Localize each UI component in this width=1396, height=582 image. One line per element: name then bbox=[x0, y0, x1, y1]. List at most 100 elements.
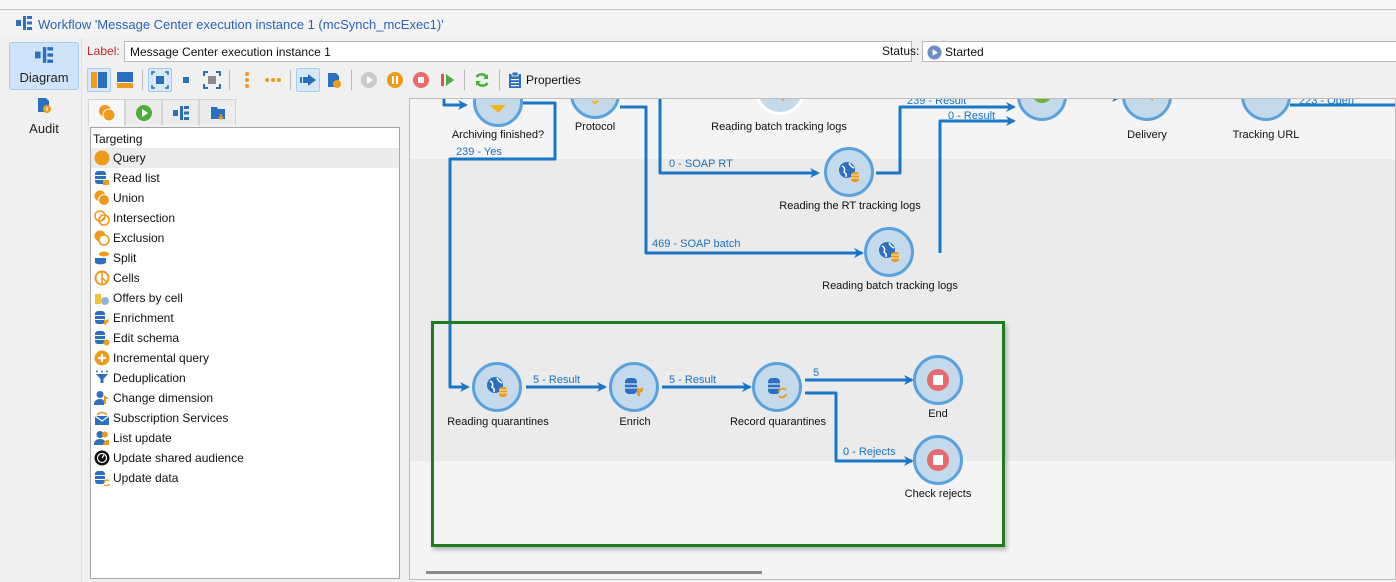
palette-item-exclusion[interactable]: Exclusion bbox=[91, 228, 399, 248]
palette-item-label: Cells bbox=[113, 271, 140, 285]
link-label: 223 - Open bbox=[1299, 98, 1355, 107]
change-dimension-icon bbox=[93, 389, 111, 407]
palette-item-change-dimension[interactable]: Change dimension bbox=[91, 388, 399, 408]
link-record-rejects bbox=[805, 391, 914, 466]
properties-button[interactable]: Properties bbox=[508, 71, 581, 89]
offers-by-cell-icon bbox=[93, 289, 111, 307]
refresh-button[interactable] bbox=[470, 68, 494, 92]
link-label: 0 - SOAP RT bbox=[669, 158, 733, 170]
palette-item-query[interactable]: Query bbox=[91, 148, 399, 168]
list-update-icon bbox=[93, 429, 111, 447]
status-value: Started bbox=[945, 45, 984, 59]
palette-item-label: Enrichment bbox=[113, 311, 174, 325]
audit-icon bbox=[36, 96, 52, 117]
palette-item-edit-schema[interactable]: Edit schema bbox=[91, 328, 399, 348]
node-label: Protocol bbox=[574, 121, 616, 133]
toolbar-separator bbox=[290, 70, 291, 90]
palette-item-update-shared-audience[interactable]: Update shared audience bbox=[91, 448, 399, 468]
node-label: Reading the RT tracking logs bbox=[779, 200, 921, 212]
audit-button[interactable] bbox=[322, 68, 346, 92]
palette-item-list-update[interactable]: List update bbox=[91, 428, 399, 448]
flow-control-icon bbox=[135, 104, 152, 121]
node-check-rejects[interactable] bbox=[913, 435, 963, 485]
palette-item-read-list[interactable]: Read list bbox=[91, 168, 399, 188]
node-label: Archiving finished? bbox=[451, 129, 545, 141]
auto-link-button[interactable] bbox=[296, 68, 320, 92]
pause-button[interactable] bbox=[383, 68, 407, 92]
start-button[interactable] bbox=[357, 68, 381, 92]
link-label: 239 - Yes bbox=[456, 146, 502, 158]
canvas-band bbox=[410, 159, 1395, 461]
vertical-layout-button[interactable] bbox=[87, 68, 111, 92]
tab-events[interactable] bbox=[199, 99, 236, 125]
palette-item-union[interactable]: Union bbox=[91, 188, 399, 208]
split-icon bbox=[93, 249, 111, 267]
horizontal-layout-button[interactable] bbox=[113, 68, 137, 92]
tab-flow-control[interactable] bbox=[125, 99, 162, 125]
link-label: 239 - Result bbox=[907, 98, 967, 107]
node-enrich[interactable] bbox=[609, 362, 659, 412]
tab-actions[interactable] bbox=[162, 99, 199, 125]
palette-item-update-data[interactable]: Update data bbox=[91, 468, 399, 488]
node-reading-rt-tracking-logs[interactable] bbox=[824, 147, 874, 197]
union-icon bbox=[93, 189, 111, 207]
tab-targeting[interactable] bbox=[88, 99, 125, 126]
palette-item-label: Split bbox=[113, 251, 137, 265]
palette-item-label: Union bbox=[113, 191, 145, 205]
node-label: Record quarantines bbox=[729, 416, 827, 428]
palette-item-incremental-query[interactable]: Incremental query bbox=[91, 348, 399, 368]
enrichment-icon bbox=[93, 309, 111, 327]
diagram-tab[interactable]: Diagram bbox=[9, 42, 79, 90]
link-label: 5 bbox=[813, 367, 820, 379]
palette-item-cells[interactable]: Cells bbox=[91, 268, 399, 288]
node-record-quarantines[interactable] bbox=[752, 362, 802, 412]
label-caption: Label: bbox=[87, 44, 120, 58]
palette-item-label: Offers by cell bbox=[113, 291, 183, 305]
link-into-archiving bbox=[442, 99, 466, 105]
test-icon bbox=[490, 105, 506, 113]
palette-item-split[interactable]: Split bbox=[91, 248, 399, 268]
incremental-query-icon bbox=[93, 349, 111, 367]
stop-icon bbox=[927, 449, 949, 471]
node-label: Check rejects bbox=[904, 488, 972, 500]
node-reading-quarantines[interactable] bbox=[472, 362, 522, 412]
horizontal-scrollbar[interactable] bbox=[426, 571, 762, 574]
update-data-icon bbox=[93, 469, 111, 487]
palette-item-enrichment[interactable]: Enrichment bbox=[91, 308, 399, 328]
palette-item-subscription-services[interactable]: Subscription Services bbox=[91, 408, 399, 428]
palette-tabs bbox=[88, 99, 236, 126]
diagram-icon bbox=[35, 47, 53, 66]
query-icon bbox=[93, 149, 111, 167]
stop-button[interactable] bbox=[409, 68, 433, 92]
audit-tab[interactable]: Audit bbox=[9, 92, 79, 140]
normal-size-button[interactable] bbox=[174, 68, 198, 92]
workflow-canvas[interactable]: Archiving finished? Protocol Reading bat… bbox=[409, 98, 1396, 580]
read-list-icon bbox=[93, 169, 111, 187]
align-horizontal-button[interactable] bbox=[261, 68, 285, 92]
execute-pending-button[interactable] bbox=[435, 68, 459, 92]
fit-to-window-button[interactable] bbox=[148, 68, 172, 92]
tracking-url-icon bbox=[1255, 98, 1277, 107]
diagram-toolbar: Properties bbox=[86, 66, 1396, 94]
palette-item-label: Update data bbox=[113, 471, 179, 485]
palette-item-label: Edit schema bbox=[113, 331, 180, 345]
palette-item-deduplication[interactable]: Deduplication bbox=[91, 368, 399, 388]
palette-item-offers-by-cell[interactable]: Offers by cell bbox=[91, 288, 399, 308]
link-label: 5 - Result bbox=[669, 374, 717, 386]
node-label: Tracking URL bbox=[1232, 129, 1300, 141]
delivery-icon bbox=[1150, 99, 1153, 101]
test-icon bbox=[591, 101, 599, 105]
node-end[interactable] bbox=[913, 355, 963, 405]
link-label: 5 - Result bbox=[533, 374, 581, 386]
web-download-icon bbox=[839, 162, 859, 182]
align-vertical-button[interactable] bbox=[235, 68, 259, 92]
label-input[interactable]: Message Center execution instance 1 bbox=[124, 41, 912, 62]
zoom-selection-button[interactable] bbox=[200, 68, 224, 92]
edit-schema-icon bbox=[93, 329, 111, 347]
palette-item-intersection[interactable]: Intersection bbox=[91, 208, 399, 228]
node-reading-batch-tracking-logs[interactable] bbox=[864, 227, 914, 277]
link-label: 0 - Rejects bbox=[843, 446, 896, 458]
link-label: 0 - Result bbox=[948, 110, 996, 122]
